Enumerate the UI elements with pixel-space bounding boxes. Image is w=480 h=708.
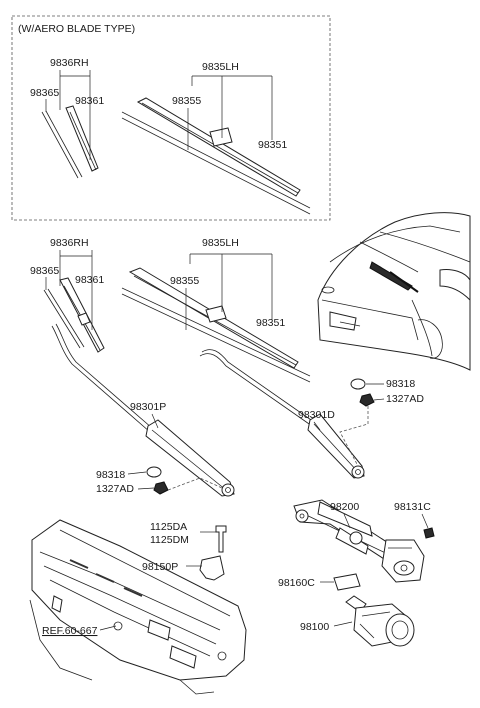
label-98318-right: 98318 [386, 378, 415, 390]
aero-lh-blade [121, 97, 311, 215]
label-9836rh: 9836RH [50, 237, 89, 249]
label-aero-98355: 98355 [172, 95, 201, 107]
aero-blade-box [11, 15, 331, 221]
arm-98301d [199, 349, 365, 479]
bracket-98160c [333, 573, 361, 591]
car-illustration [317, 212, 471, 371]
nut-1327ad-left [153, 481, 169, 495]
label-98355: 98355 [170, 275, 199, 287]
label-aero-98361: 98361 [75, 95, 104, 107]
label-98301p: 98301P [130, 401, 166, 413]
bracket-98150p [199, 555, 225, 581]
aero-rh-blade [41, 105, 99, 179]
label-98131c: 98131C [394, 501, 431, 513]
label-98301d: 98301D [298, 409, 335, 421]
leader-aero-9836rh [59, 70, 91, 160]
label-98200: 98200 [330, 501, 359, 513]
label-98100: 98100 [300, 621, 329, 633]
label-1125dm: 1125DM [150, 534, 189, 546]
label-aero-9836rh: 9836RH [50, 57, 89, 69]
cap-98318-left [146, 466, 162, 478]
label-1125da: 1125DA [150, 521, 187, 533]
leader-9836rh [59, 250, 93, 330]
bolt-98131c [423, 527, 435, 539]
ref-60-667: REF.60-667 [42, 625, 98, 637]
label-aero-98351: 98351 [258, 139, 287, 151]
aero-blade-title: (W/AERO BLADE TYPE) [18, 23, 135, 35]
label-98365: 98365 [30, 265, 59, 277]
label-aero-98365: 98365 [30, 87, 59, 99]
label-98351: 98351 [256, 317, 285, 329]
label-98150p: 98150P [142, 561, 178, 573]
leader-9835lh [189, 253, 273, 320]
label-98160c: 98160C [278, 577, 315, 589]
bolt-1125da [215, 525, 227, 553]
label-aero-9835lh: 9835LH [202, 61, 239, 73]
arm-98301p [51, 323, 235, 497]
leader-aero-9835lh [191, 75, 273, 140]
label-1327ad-left: 1327AD [96, 483, 134, 495]
motor-98100 [345, 595, 415, 647]
label-1327ad-right: 1327AD [386, 393, 424, 405]
label-9835lh: 9835LH [202, 237, 239, 249]
nut-1327ad-right [359, 393, 375, 407]
label-98361: 98361 [75, 274, 104, 286]
cowl-panel [29, 519, 247, 695]
label-98318-left: 98318 [96, 469, 125, 481]
rh-blade [43, 277, 105, 353]
lh-blade [121, 267, 311, 383]
cap-98318-right [350, 378, 366, 390]
linkage-98200 [293, 499, 425, 583]
